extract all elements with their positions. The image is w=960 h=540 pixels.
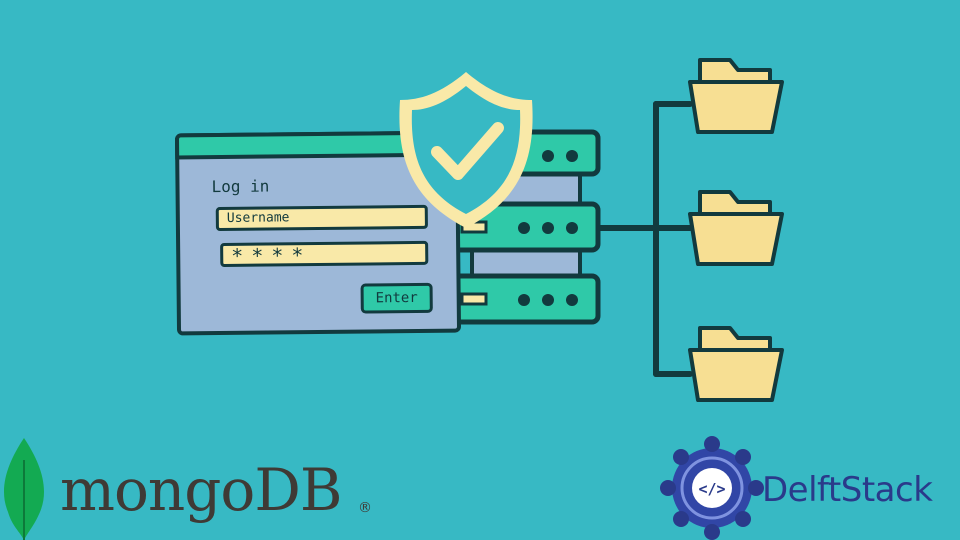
mongodb-wordmark: mongoDB xyxy=(60,456,342,524)
folder-icon xyxy=(688,190,784,266)
enter-button[interactable]: Enter xyxy=(360,282,433,314)
login-title: Log in xyxy=(211,176,270,197)
server-rack-icon xyxy=(449,129,601,325)
login-window: Log in Username **** Enter xyxy=(174,130,462,336)
mongodb-registered-mark: ® xyxy=(358,500,372,516)
folder-icon xyxy=(688,58,784,134)
username-field[interactable]: Username xyxy=(215,204,428,232)
delftstack-wordmark: DelftStack xyxy=(762,470,933,510)
password-field[interactable]: **** xyxy=(220,240,429,268)
login-titlebar xyxy=(174,130,460,160)
folder-icon xyxy=(688,326,784,402)
